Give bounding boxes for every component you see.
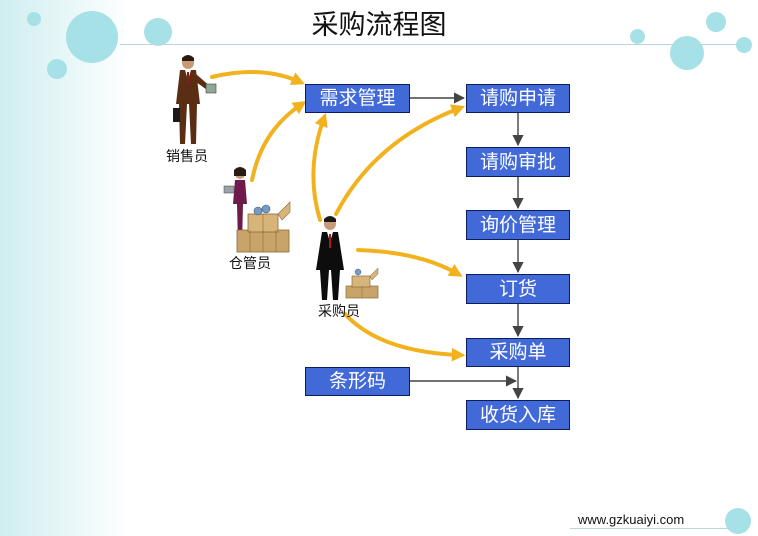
- arrow-warehouse-to-demand: [250, 101, 307, 182]
- decor-bubble: [736, 37, 752, 53]
- decor-bubble: [144, 18, 172, 46]
- arrow-purchaser-to-demand: [311, 112, 328, 222]
- page-title: 采购流程图: [311, 10, 447, 41]
- role-label-warehouse: 仓管员: [229, 256, 271, 272]
- node-purchase-approval[interactable]: 请购审批: [466, 147, 570, 177]
- purchaser-figure: [316, 216, 344, 300]
- decor-bubble: [706, 12, 726, 32]
- salesman-figure: [173, 55, 217, 144]
- decor-bubble: [66, 11, 118, 63]
- footer-rule: [570, 528, 730, 529]
- node-purchase-order[interactable]: 采购单: [466, 338, 570, 367]
- arrow-purchaser-to-order: [356, 248, 463, 277]
- flow-connectors: [409, 92, 524, 400]
- node-demand-management[interactable]: 需求管理: [305, 84, 410, 113]
- decor-bubble: [47, 59, 67, 79]
- decor-bubble: [670, 36, 704, 70]
- warehouse-keeper-figure: [223, 167, 247, 244]
- decor-bubble: [630, 29, 645, 44]
- node-receiving-warehousing[interactable]: 收货入库: [466, 400, 570, 430]
- header-rule: [120, 44, 740, 45]
- node-inquiry-management[interactable]: 询价管理: [466, 210, 570, 240]
- role-arrows: [210, 70, 466, 362]
- cardboard-boxes: [236, 201, 291, 253]
- node-purchase-request[interactable]: 请购申请: [466, 84, 570, 113]
- decor-bubble: [27, 12, 41, 26]
- footer-url: www.gzkuaiyi.com: [578, 512, 685, 527]
- arrow-sales-to-demand: [210, 70, 305, 85]
- background-gradient: [0, 0, 130, 536]
- purchaser-boxes: [345, 267, 379, 299]
- node-order-goods[interactable]: 订货: [466, 274, 570, 304]
- node-barcode[interactable]: 条形码: [305, 367, 410, 396]
- role-label-purchaser: 采购员: [318, 304, 360, 320]
- decor-bubble: [725, 508, 751, 534]
- arrow-purchaser-to-po: [343, 312, 466, 362]
- role-label-sales: 销售员: [166, 149, 208, 165]
- arrow-purchaser-to-request: [334, 104, 466, 216]
